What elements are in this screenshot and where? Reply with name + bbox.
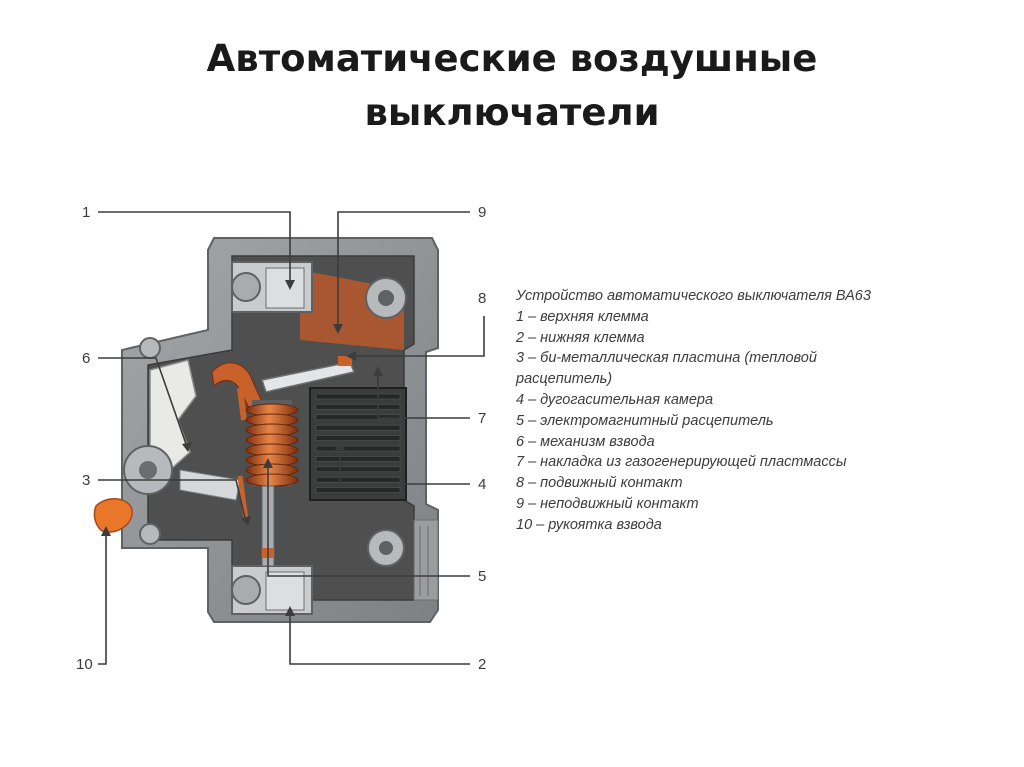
callout-line-5 [267, 462, 470, 577]
chute-plate [315, 487, 401, 493]
legend-item-6: 6 – механизм взвода [516, 433, 655, 450]
callout-line-10 [98, 530, 107, 665]
legend-item-9: 9 – неподвижный контакт [516, 495, 699, 512]
callout-line-7 [377, 370, 470, 419]
callout-numbers: 1 9 8 6 7 3 4 5 10 2 [76, 204, 486, 673]
legend: Устройство автоматического выключателя В… [516, 286, 871, 536]
callout-line-9 [337, 211, 470, 330]
legend-item-2: 2 – нижняя клемма [516, 329, 645, 346]
callout-lines [98, 211, 485, 665]
legend-item-8: 8 – подвижный контакт [516, 475, 683, 492]
chute-plate [315, 424, 401, 431]
lower-terminal [231, 565, 313, 615]
chute-plate [315, 445, 401, 452]
chute-plate [315, 466, 401, 473]
chute-plate [315, 404, 401, 410]
callout-line-2 [289, 610, 470, 665]
callout-5: 5 [478, 568, 486, 585]
callout-8: 8 [478, 290, 486, 307]
callout-line-6 [98, 357, 187, 445]
callout-line-8 [348, 316, 485, 357]
callout-10: 10 [76, 656, 93, 673]
legend-item-7: 7 – накладка из газогенерирующей пластма… [516, 454, 847, 471]
legend-item-3: 3 – би-металлическая пластина (тепловой [516, 350, 817, 367]
callout-arrowheads [101, 280, 383, 616]
chute-plate [315, 435, 401, 441]
coil-turn [245, 473, 299, 487]
title-line-2: выключатели [364, 91, 660, 134]
electromagnetic-release [245, 400, 299, 567]
bimetal-strip [211, 362, 263, 521]
moving-contact [261, 356, 356, 393]
callout-line-1 [98, 211, 291, 284]
legend-item-3-cont: расцепитель) [516, 371, 613, 388]
title-line-1: Автоматические воздушные [206, 37, 818, 80]
cocking-handle [93, 498, 133, 533]
callout-2: 2 [478, 656, 486, 673]
page-title: Автоматические воздушные выключатели [0, 32, 1024, 140]
legend-item-4: 4 – дугогасительная камера [516, 391, 714, 408]
legend-item-1: 1 – верхняя клемма [516, 308, 649, 325]
callout-3: 3 [82, 472, 90, 489]
callout-line-3 [98, 479, 247, 523]
chute-plate [315, 476, 401, 483]
upper-terminal [231, 261, 313, 313]
callout-1: 1 [82, 204, 90, 221]
arc-chute-plates [315, 393, 401, 493]
chute-plate [315, 393, 401, 400]
legend-item-5: 5 – электромагнитный расцепитель [516, 412, 774, 429]
callout-line-4 [339, 444, 470, 485]
callout-6: 6 [82, 350, 90, 367]
callout-9: 9 [478, 204, 486, 221]
arc-chute [309, 387, 407, 501]
legend-item-10: 10 – рукоятка взвода [516, 516, 662, 533]
cocking-mechanism [123, 359, 241, 501]
callout-4: 4 [478, 476, 486, 493]
solenoid-coil [245, 403, 299, 487]
callout-7: 7 [478, 410, 486, 427]
legend-heading: Устройство автоматического выключателя В… [516, 288, 871, 304]
chute-plate [315, 456, 401, 462]
